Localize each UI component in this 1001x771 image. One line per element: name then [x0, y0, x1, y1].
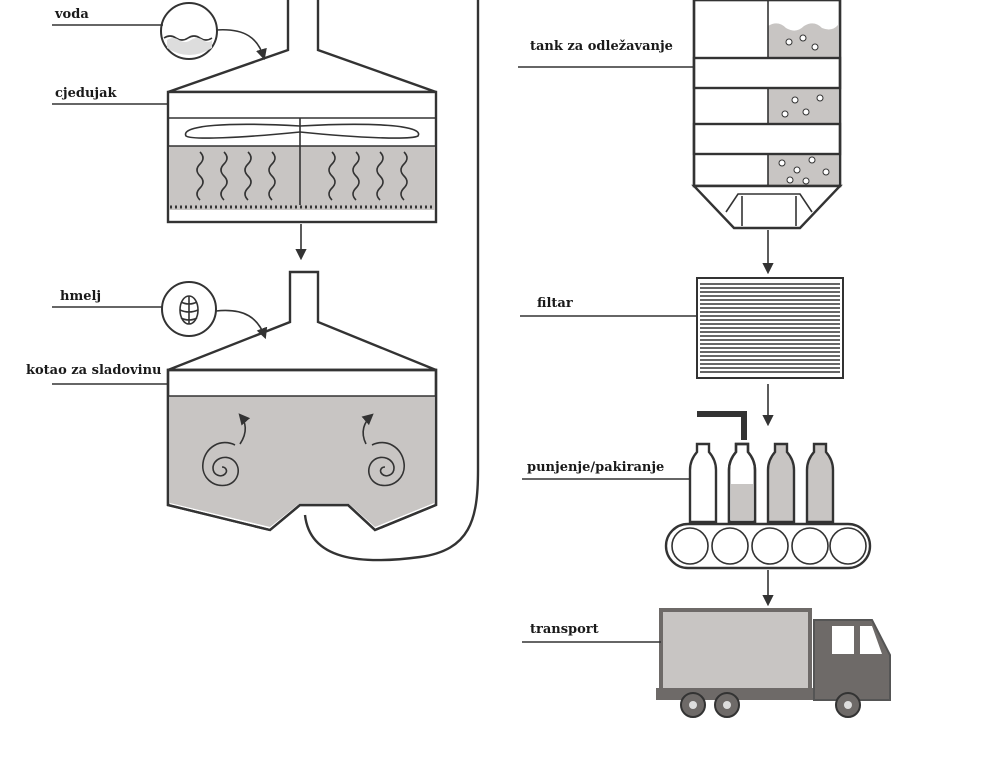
label-cjedujak: cjedujak — [52, 86, 168, 105]
svg-text:voda: voda — [54, 7, 89, 22]
hops-icon — [161, 281, 217, 337]
filter — [696, 277, 844, 379]
label-filtar: filtar — [520, 296, 697, 317]
bottle-3 — [766, 442, 796, 524]
spiral-left — [202, 441, 240, 487]
return-pipe — [303, 0, 480, 562]
truck — [656, 608, 891, 718]
spiral-right — [367, 441, 405, 487]
water-arrow — [215, 28, 267, 61]
conveyor-belt — [664, 522, 872, 570]
filler-nozzle — [697, 411, 747, 440]
svg-text:hmelj: hmelj — [60, 289, 101, 304]
label-kotao: kotao za sladovinu — [26, 363, 168, 385]
water-icon — [160, 2, 218, 60]
label-transport: transport — [522, 622, 661, 643]
bottle-1 — [688, 442, 718, 524]
label-voda: voda — [52, 7, 163, 26]
svg-text:cjedujak: cjedujak — [55, 86, 118, 101]
bottling-station — [664, 411, 872, 570]
svg-text:filtar: filtar — [537, 296, 573, 311]
svg-text:transport: transport — [530, 622, 599, 637]
bottle-4 — [805, 442, 835, 524]
hops-arrow — [215, 309, 268, 340]
label-tank: tank za odležavanje — [518, 39, 694, 68]
truck-trailer — [659, 608, 812, 692]
svg-text:tank za odležavanje: tank za odležavanje — [530, 39, 673, 54]
truck-window — [832, 626, 854, 654]
svg-text:kotao za sladovinu: kotao za sladovinu — [26, 363, 161, 378]
label-punjenje: punjenje/pakiranje — [522, 460, 690, 480]
wort-kettle — [166, 270, 438, 532]
grain-bed — [169, 146, 435, 210]
svg-text:punjenje/pakiranje: punjenje/pakiranje — [527, 460, 664, 475]
sparge-arm — [184, 123, 420, 139]
conditioning-tank — [691, 0, 843, 230]
label-hmelj: hmelj — [52, 289, 162, 308]
lauter-tun — [166, 0, 438, 224]
